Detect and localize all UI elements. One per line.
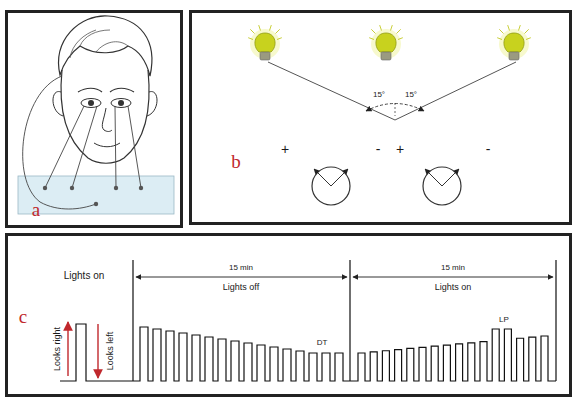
pupil xyxy=(88,100,94,106)
sight-line xyxy=(395,62,516,120)
nose xyxy=(102,108,112,132)
bulb-ray xyxy=(248,38,253,40)
bulb-ray xyxy=(371,29,375,33)
electrode-lead xyxy=(115,106,116,188)
electrode xyxy=(114,186,118,190)
pupil xyxy=(118,100,124,106)
bulb-ray xyxy=(508,25,510,30)
gaze-arrow xyxy=(314,169,331,186)
electrode xyxy=(43,186,47,190)
panel-letter: a xyxy=(32,200,40,219)
annotation: 15 min xyxy=(441,264,465,272)
bulb-base xyxy=(381,52,391,60)
bulb-ray xyxy=(397,29,401,33)
eyebrow xyxy=(78,88,134,92)
bulb-ray xyxy=(369,38,374,40)
direction-arrow xyxy=(97,324,98,378)
time-divider xyxy=(132,260,133,381)
bulb-base xyxy=(260,52,270,60)
bulb-ray xyxy=(519,25,521,30)
bulb-ray xyxy=(499,29,503,33)
trace-marker: LP xyxy=(499,316,509,324)
time-divider xyxy=(555,260,556,381)
gaze-arrow xyxy=(331,169,348,186)
trace-marker: DT xyxy=(317,339,328,347)
ear xyxy=(147,92,157,116)
figure-panel: c xyxy=(5,233,572,397)
gaze-arrow xyxy=(442,169,459,186)
duration-arrow xyxy=(353,277,553,278)
annotation: Lights on xyxy=(64,271,105,281)
electrode-lead xyxy=(72,106,97,188)
bulb-ray xyxy=(277,38,282,40)
bulb-ray xyxy=(259,25,261,30)
light-bulb xyxy=(376,33,396,52)
ear xyxy=(53,92,63,116)
bulb-glow xyxy=(250,29,280,59)
annotation: Looks left xyxy=(106,332,115,371)
electrode xyxy=(70,186,74,190)
hair-strands xyxy=(70,30,128,58)
angle-label: 15° xyxy=(373,91,385,99)
reference-lead xyxy=(23,76,96,209)
gaze-arrow xyxy=(425,169,442,186)
figure-panel: b xyxy=(189,10,572,225)
annotation: Looks right xyxy=(53,327,62,371)
eog-chart xyxy=(60,260,556,381)
polarity-sign: + xyxy=(281,142,289,156)
bulb-ray xyxy=(270,25,272,30)
electrode xyxy=(139,186,143,190)
bulb-ray xyxy=(497,38,502,40)
bulb-glow xyxy=(499,29,529,59)
polarity-sign: + xyxy=(396,142,404,156)
bulb-base xyxy=(509,52,519,60)
bulb-ray xyxy=(250,29,254,33)
bulb-ray xyxy=(380,25,382,30)
bulb-ray xyxy=(526,38,531,40)
sight-line xyxy=(268,62,395,120)
annotation: 15 min xyxy=(229,264,253,272)
electrode-lead xyxy=(128,106,141,188)
panel-letter: c xyxy=(19,307,27,326)
annotation: Lights off xyxy=(223,283,259,292)
bulb-ray xyxy=(525,29,529,33)
angle-label: 15° xyxy=(405,91,417,99)
mouth xyxy=(94,143,120,147)
hair xyxy=(59,16,152,76)
electrode-lead xyxy=(45,106,84,188)
duration-arrow xyxy=(136,277,347,278)
panel-letter: b xyxy=(231,152,241,171)
time-divider xyxy=(349,260,350,381)
figure-panel: a xyxy=(5,10,183,228)
head-outline xyxy=(61,70,149,163)
direction-arrow xyxy=(67,322,68,376)
electrode xyxy=(94,202,98,206)
light-bulb xyxy=(255,33,275,52)
angle-midline xyxy=(395,103,396,116)
face-illustration xyxy=(18,16,174,214)
bulb-ray xyxy=(391,25,393,30)
bulb-ray xyxy=(276,29,280,33)
polarity-sign: - xyxy=(486,142,491,156)
light-bulb xyxy=(504,33,524,52)
fixation-illustration xyxy=(248,25,531,205)
electrode-strip xyxy=(18,176,174,214)
bulb-ray xyxy=(398,38,403,40)
polarity-sign: - xyxy=(376,142,381,156)
eog-trace xyxy=(60,324,556,381)
eyeball xyxy=(423,167,461,205)
annotation: Lights on xyxy=(435,283,472,292)
eyeball xyxy=(312,167,350,205)
bulb-glow xyxy=(371,29,401,59)
